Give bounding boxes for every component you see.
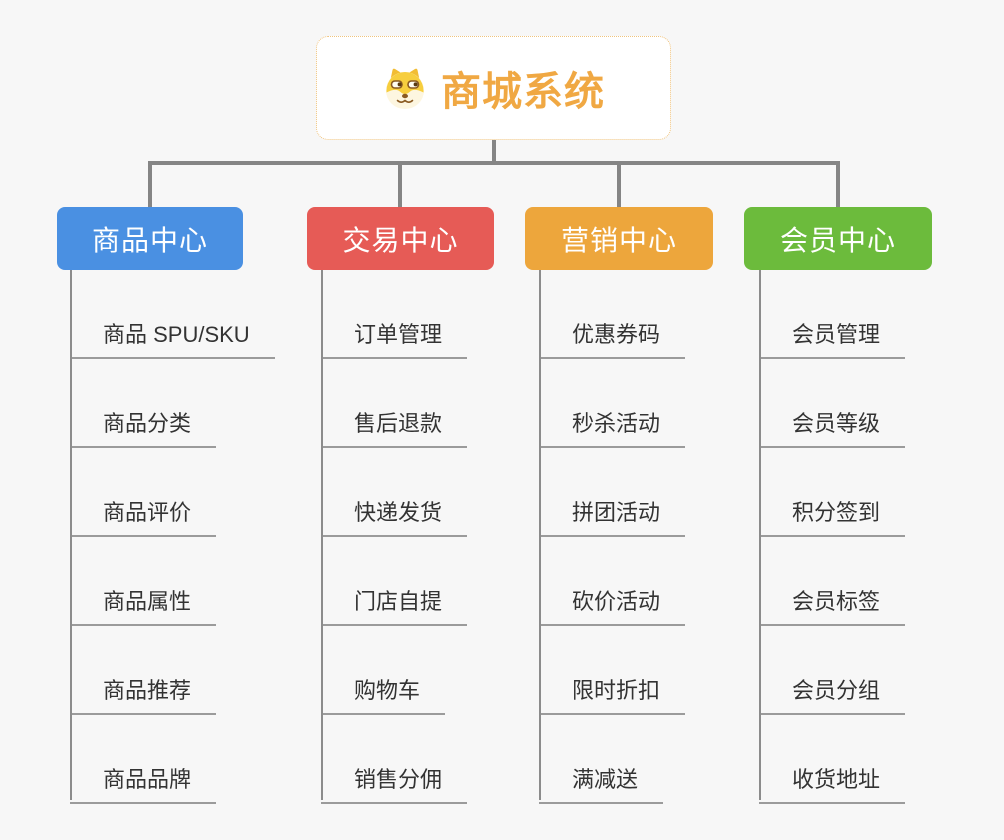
subtopic-node[interactable]: 会员管理 (759, 320, 906, 359)
subtopic-node[interactable]: 商品 SPU/SKU (70, 320, 275, 359)
subtopic-node[interactable]: 收货地址 (759, 765, 906, 804)
branch-trunk-line (759, 270, 761, 800)
subtopic-node[interactable]: 商品属性 (70, 587, 217, 626)
subtopic-node[interactable]: 积分签到 (759, 498, 906, 537)
branch-trade-center[interactable]: 交易中心 (307, 207, 494, 270)
subtopic-node[interactable]: 会员分组 (759, 676, 906, 715)
branch-trunk-line (321, 270, 323, 800)
branch-product-center[interactable]: 商品中心 (57, 207, 243, 270)
subtopic-node[interactable]: 快递发货 (321, 498, 468, 537)
root-title: 商城系统 (441, 70, 605, 114)
subtopic-node[interactable]: 销售分佣 (321, 765, 468, 804)
subtopic-node[interactable]: 会员等级 (759, 409, 906, 448)
subtopic-node[interactable]: 商品推荐 (70, 676, 217, 715)
subtopic-node[interactable]: 商品品牌 (70, 765, 217, 804)
connector-bus (148, 161, 840, 165)
connector-stub-product (148, 161, 152, 207)
branch-member-center[interactable]: 会员中心 (744, 207, 932, 270)
connector-stub-marketing (617, 161, 621, 207)
branch-marketing-center[interactable]: 营销中心 (525, 207, 713, 270)
subtopic-node[interactable]: 限时折扣 (539, 676, 686, 715)
subtopic-node[interactable]: 优惠券码 (539, 320, 686, 359)
root-node[interactable]: 商城系统 (316, 36, 671, 140)
subtopic-node[interactable]: 商品评价 (70, 498, 217, 537)
branch-trunk-line (539, 270, 541, 800)
subtopic-node[interactable]: 会员标签 (759, 587, 906, 626)
subtopic-node[interactable]: 售后退款 (321, 409, 468, 448)
connector-root-stub (492, 140, 496, 164)
doge-icon (386, 68, 424, 109)
subtopic-node[interactable]: 门店自提 (321, 587, 468, 626)
connector-stub-trade (398, 161, 402, 207)
subtopic-node[interactable]: 砍价活动 (539, 587, 686, 626)
subtopic-node[interactable]: 拼团活动 (539, 498, 686, 537)
subtopic-node[interactable]: 订单管理 (321, 320, 468, 359)
subtopic-node[interactable]: 商品分类 (70, 409, 217, 448)
branch-trunk-line (70, 270, 72, 800)
subtopic-node[interactable]: 秒杀活动 (539, 409, 686, 448)
connector-stub-member (836, 161, 840, 207)
subtopic-node[interactable]: 满减送 (539, 765, 664, 804)
subtopic-node[interactable]: 购物车 (321, 676, 446, 715)
